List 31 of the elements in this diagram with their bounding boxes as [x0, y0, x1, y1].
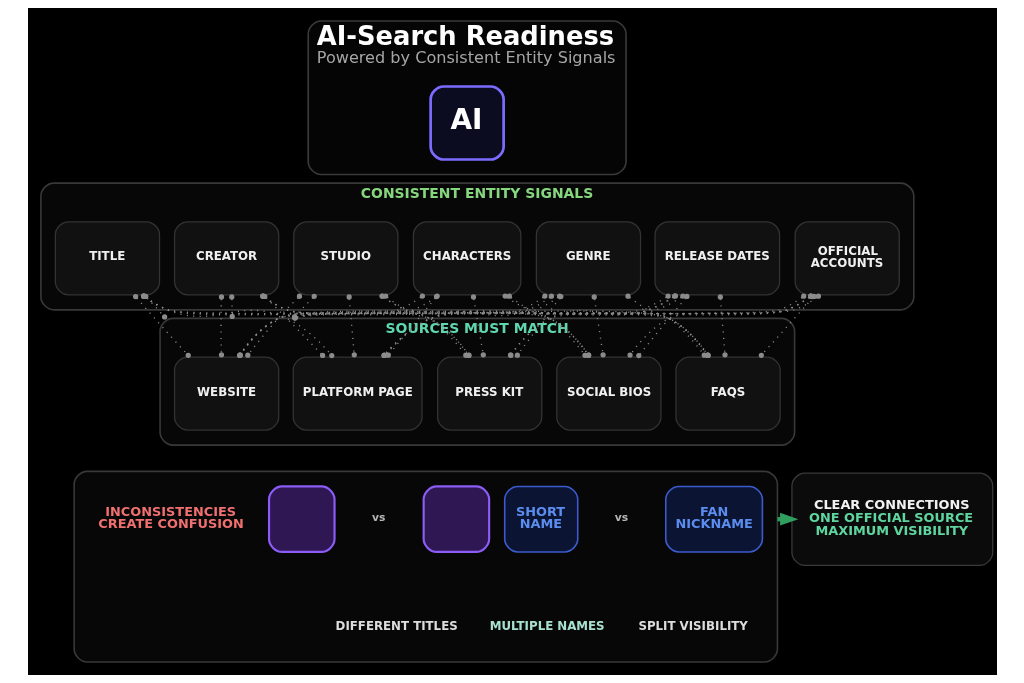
node-box: AI: [428, 85, 505, 161]
label: MULTIPLE NAMES: [489, 618, 605, 633]
connector: [228, 294, 235, 320]
node-box: TITLE: [54, 221, 160, 296]
node-box: PRESS KIT: [436, 356, 542, 431]
connector: [346, 294, 357, 358]
label: vs: [371, 510, 385, 524]
node-box: SOCIAL BIOS: [555, 356, 662, 431]
node-box: WEBSITE: [173, 356, 279, 431]
node-box: FAN NICKNAME: [664, 485, 763, 553]
connector: [470, 294, 486, 358]
node-box: FAQS: [674, 356, 781, 431]
node-box: STUDIO: [292, 221, 399, 296]
label: DIFFERENT TITLES: [335, 618, 458, 633]
node-box: CLEAR CONNECTIONS ONE OFFICIAL SOURCE MAXIMUM VISIBILITY: [790, 472, 993, 566]
cluster: [72, 470, 778, 663]
node-box: RELEASE DATES: [653, 221, 780, 296]
node-box: SHORT NAME: [503, 485, 579, 553]
node-box: [422, 485, 490, 553]
node-box: [267, 485, 336, 553]
node-box: OFFICIAL ACCOUNTS: [794, 221, 900, 296]
node-box: CHARACTERS: [412, 221, 521, 296]
label: INCONSISTENCIES CREATE CONFUSION: [97, 503, 244, 532]
label: vs: [614, 510, 628, 524]
connector: [591, 294, 606, 358]
node-box: CREATOR: [173, 221, 279, 296]
node-box: GENRE: [535, 221, 641, 296]
connector: [717, 294, 728, 358]
label: SPLIT VISIBILITY: [637, 618, 748, 633]
connector: [218, 294, 224, 358]
node-box: PLATFORM PAGE: [292, 356, 423, 431]
